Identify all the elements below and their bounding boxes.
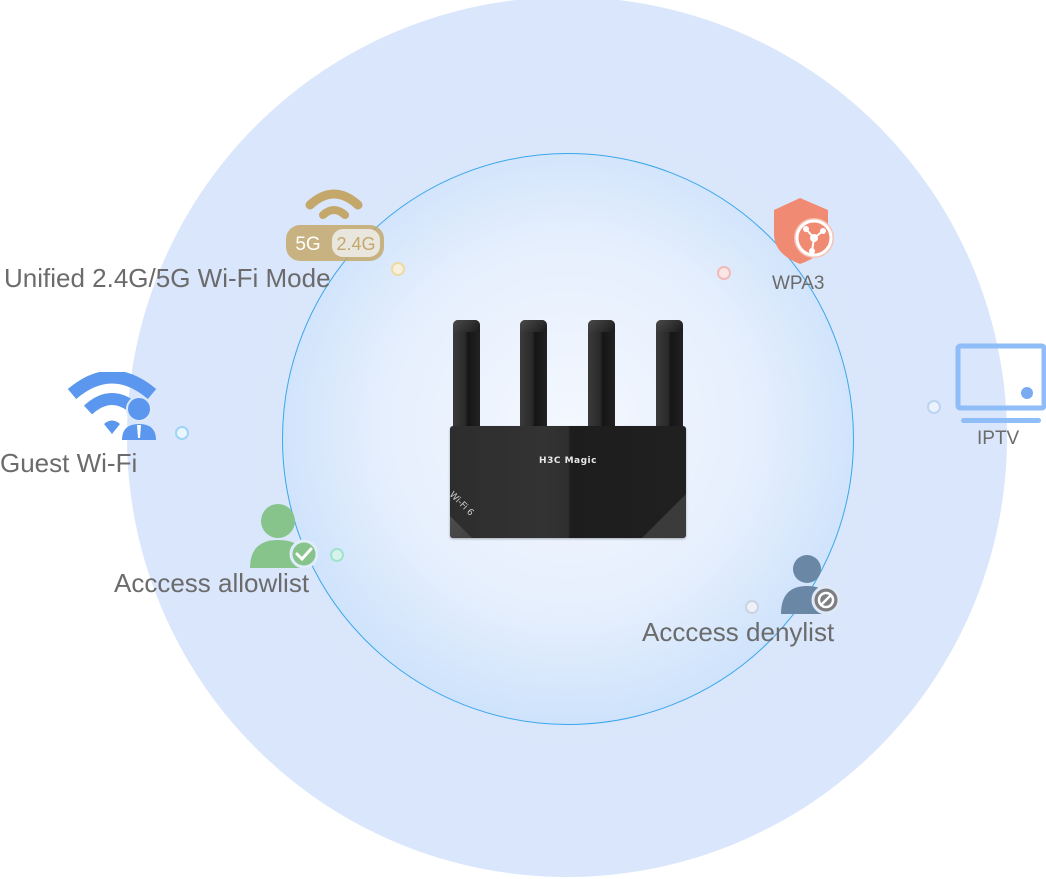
- router-corner: [642, 494, 686, 538]
- icon-24g-text: 2.4G: [336, 234, 375, 254]
- connector-dot: [717, 266, 731, 280]
- tv-icon: [955, 343, 1046, 423]
- feature-label-wpa3: WPA3: [772, 273, 825, 294]
- icon-5g-text: 5G: [295, 234, 320, 255]
- connector-dot: [330, 548, 344, 562]
- user-allow-icon: [250, 504, 318, 568]
- antenna: [453, 320, 480, 430]
- feature-label-allowlist: Acccess allowlist: [114, 568, 310, 598]
- connector-dot: [745, 600, 759, 614]
- antenna: [656, 320, 683, 430]
- router-wifi6-badge: Wi-Fi 6: [450, 490, 476, 519]
- connector-dot: [927, 400, 941, 414]
- guest-wifi-icon: [67, 372, 157, 440]
- antenna: [588, 320, 615, 430]
- router-body: H3C Magic Wi-Fi 6: [450, 426, 686, 538]
- feature-label-iptv: IPTV: [977, 428, 1020, 449]
- router-image: H3C Magic Wi-Fi 6: [450, 320, 686, 538]
- security-shield-icon: [774, 198, 834, 264]
- connector-dot: [391, 262, 405, 276]
- feature-label-denylist: Acccess denylist: [642, 617, 835, 647]
- antenna: [520, 320, 547, 430]
- feature-label-guest-wifi: Guest Wi-Fi: [0, 448, 138, 478]
- router-brand-label: H3C Magic: [539, 456, 597, 466]
- dual-band-wifi-icon: 5G 2.4G: [286, 189, 384, 261]
- user-deny-icon: [781, 555, 841, 614]
- connector-dot: [175, 426, 189, 440]
- feature-label-unified-mode: Unified 2.4G/5G Wi-Fi Mode: [4, 263, 331, 293]
